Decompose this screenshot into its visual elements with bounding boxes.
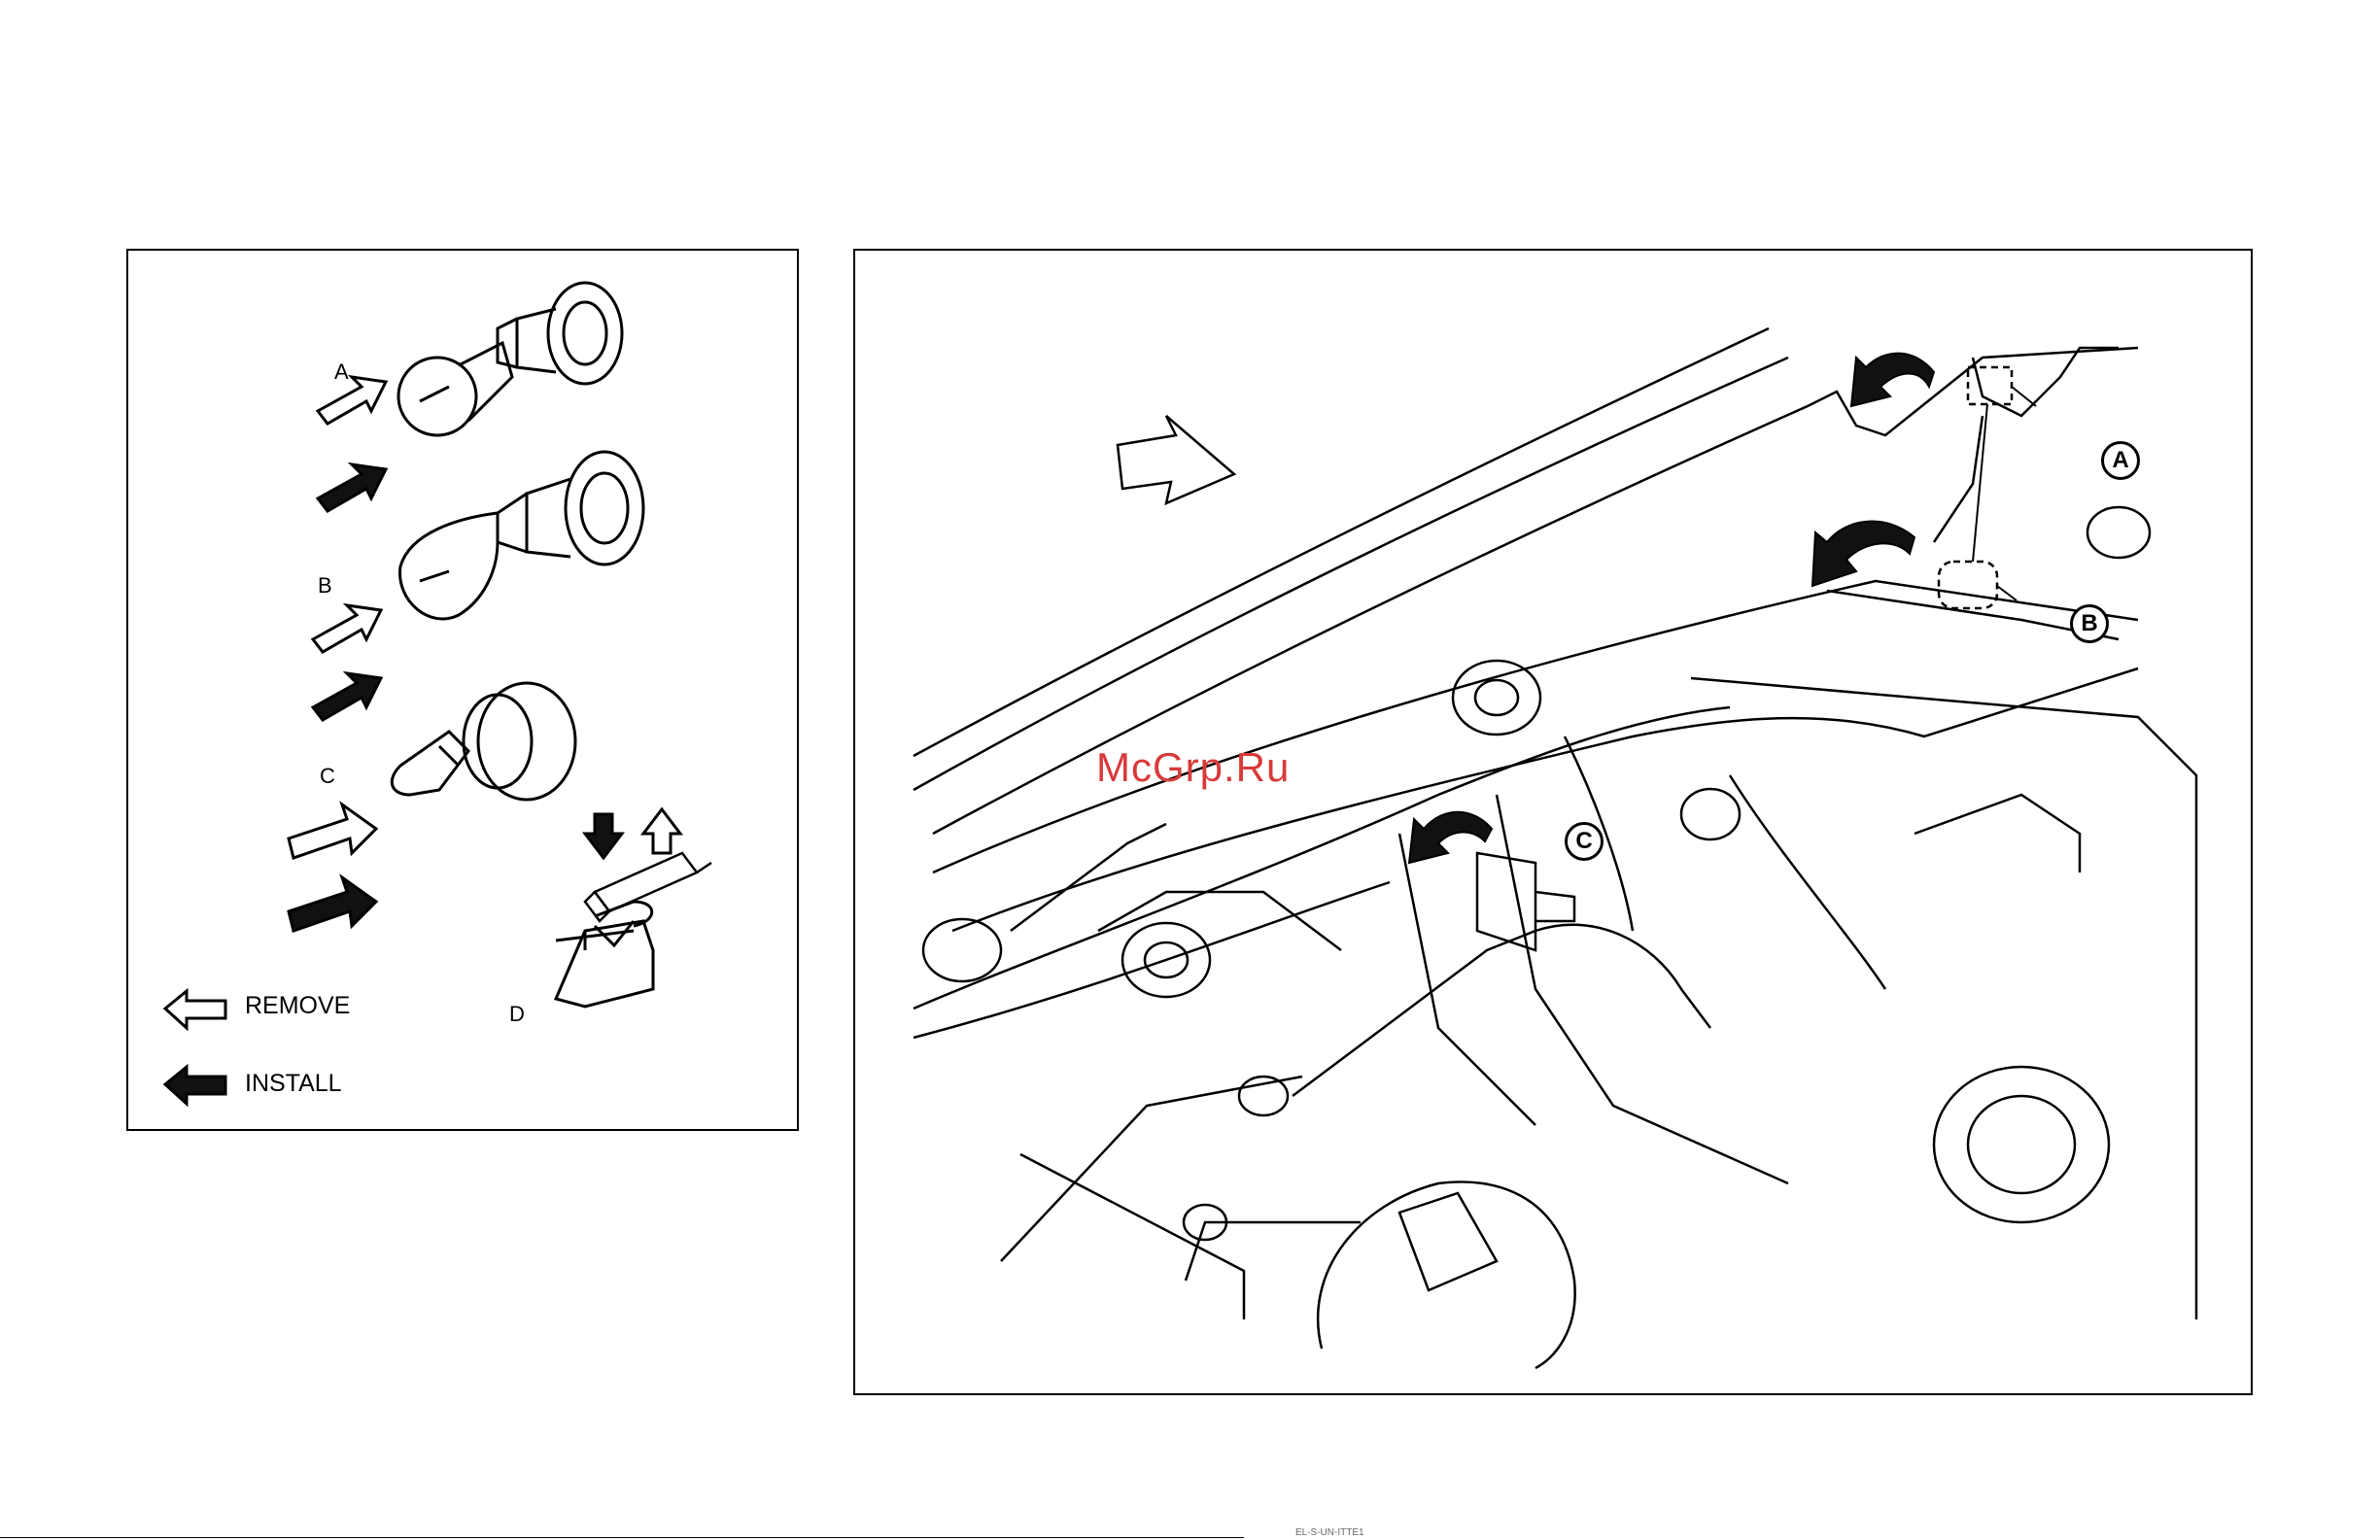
callout-b: B xyxy=(2070,604,2109,643)
legend-remove: REMOVE xyxy=(245,992,350,1020)
footer-rule xyxy=(0,1537,1244,1538)
bulb-a-drawing xyxy=(398,283,622,435)
callout-c: C xyxy=(1565,822,1604,861)
legend-arrows xyxy=(165,991,225,1104)
bulb-procedure-panel: A B C D REMOVE INSTALL xyxy=(126,249,799,1131)
vehicle-location-illustration xyxy=(855,251,2255,1397)
festoon-bulb xyxy=(585,853,711,921)
label-a: A xyxy=(334,359,349,385)
label-d: D xyxy=(509,1002,525,1027)
bulb-c-drawing xyxy=(392,683,575,800)
watermark: McGrp.Ru xyxy=(1096,744,1290,791)
figure-code: EL-S-UN-ITTE1 xyxy=(1295,1527,1364,1538)
legend-install: INSTALL xyxy=(245,1070,342,1098)
callout-b-text: B xyxy=(2081,610,2097,637)
bulb-procedure-illustration xyxy=(128,251,801,1133)
label-b: B xyxy=(318,573,332,599)
callout-a: A xyxy=(2101,441,2140,480)
bulb-b-drawing xyxy=(400,452,643,619)
callout-a-text: A xyxy=(2112,447,2128,474)
callout-c-text: C xyxy=(1575,828,1592,855)
label-c: C xyxy=(320,764,335,789)
vehicle-location-panel: A B C xyxy=(853,249,2253,1395)
